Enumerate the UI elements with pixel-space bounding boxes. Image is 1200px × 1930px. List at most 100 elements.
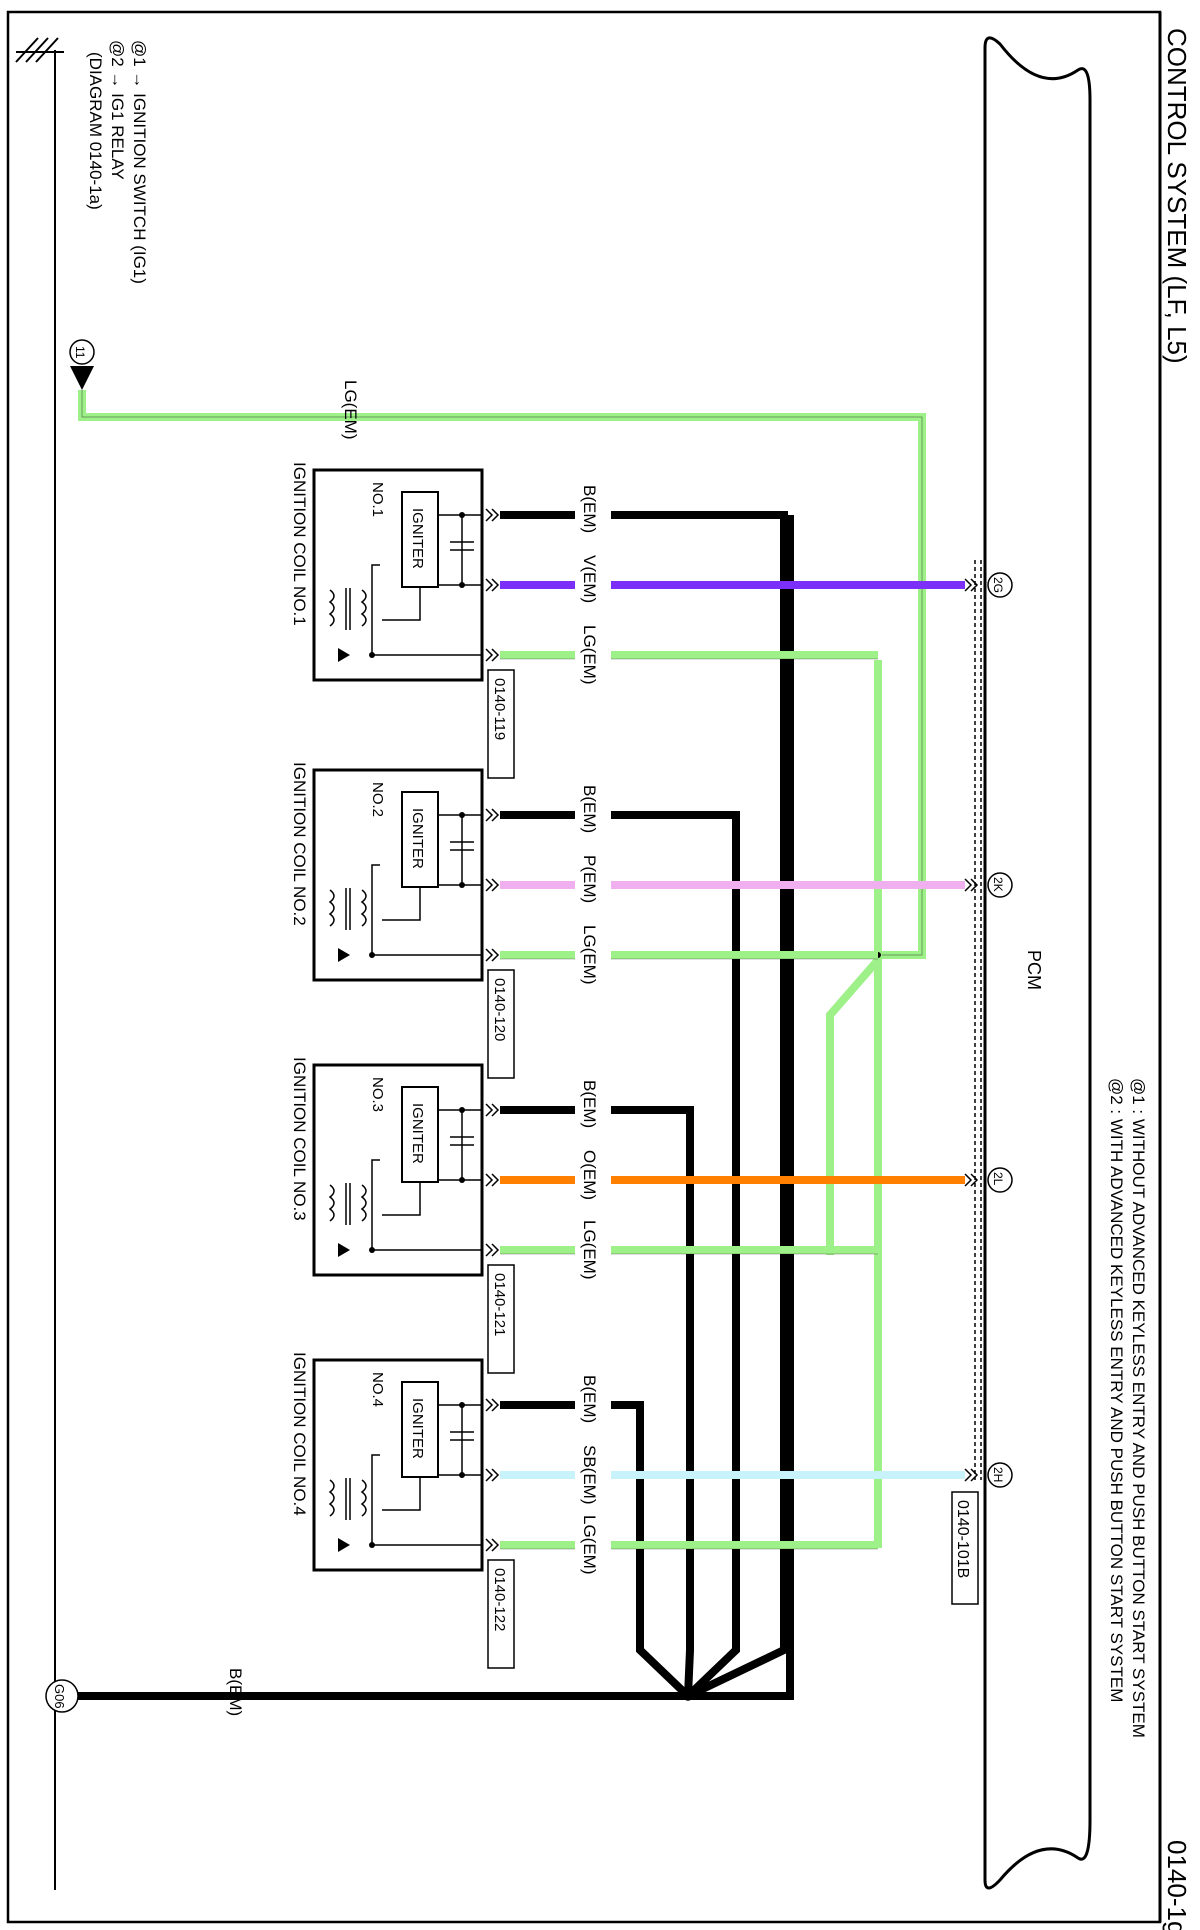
pcm-chevron	[964, 878, 979, 892]
pcm-terminal-label: 2H	[991, 1467, 1005, 1482]
pcm-terminal-label: 2G	[991, 577, 1005, 593]
coil-connector-label: 0140-120	[491, 978, 508, 1041]
connector-chevron	[485, 578, 500, 592]
wire-label-bg	[575, 551, 611, 619]
coil-name-label: IGNITION COIL NO.4	[290, 1352, 309, 1516]
coil-connector-box	[487, 1264, 515, 1374]
wire-label: LG(EM)	[580, 1515, 599, 1575]
feed-wire-label: LG(EM)	[341, 380, 360, 440]
wire-label: B(EM)	[580, 1375, 599, 1423]
wire-label-bg	[575, 1146, 611, 1214]
diode-symbol	[338, 1538, 350, 1552]
capacitor-symbol	[450, 1405, 474, 1475]
coil-winding-symbol	[328, 1478, 367, 1520]
igniter-label: IGNITER	[409, 1103, 426, 1164]
pcm-bar	[983, 36, 1092, 1890]
pcm-connector-label: 0140-101B	[954, 1500, 971, 1578]
coil-number-label: NO.3	[369, 1077, 386, 1112]
wire-label: SB(EM)	[580, 1445, 599, 1505]
wire-label: LG(EM)	[580, 1220, 599, 1280]
coil-winding-symbol	[328, 1183, 367, 1225]
coil-number-label: NO.4	[369, 1372, 386, 1407]
ground-terminal-label: G06	[52, 1684, 67, 1709]
igniter-box	[401, 491, 439, 588]
wire-label-bg	[575, 1441, 611, 1509]
wire-lg-branch-3	[826, 957, 882, 1255]
pcm-chevron	[964, 578, 979, 592]
connector-chevron	[485, 508, 500, 522]
source-ref-3: (DIAGRAM 0140-1a)	[86, 52, 105, 210]
coil-box	[312, 1063, 484, 1277]
wire-label-bg	[575, 1371, 611, 1439]
wire-label-bg	[575, 481, 611, 549]
pcm-terminal	[987, 1167, 1013, 1193]
wire-label: V(EM)	[580, 555, 599, 603]
coil-number-label: NO.2	[369, 782, 386, 817]
pcm-chevron	[964, 1468, 979, 1482]
capacitor-symbol	[450, 515, 474, 585]
wire-label: O(EM)	[580, 1150, 599, 1200]
coil-connector-box	[487, 1559, 515, 1669]
coil-winding-symbol	[328, 588, 367, 630]
coil-number-label: NO.1	[369, 482, 386, 517]
feed-terminal	[69, 339, 95, 365]
source-ref-1: @1 → IGNITION SWITCH (IG1)	[130, 40, 149, 284]
coil-connector-label: 0140-122	[491, 1568, 508, 1631]
ground-terminal	[45, 1679, 79, 1713]
igniter-label: IGNITER	[409, 1398, 426, 1459]
wire-label: P(EM)	[580, 855, 599, 903]
coil-box	[312, 468, 484, 682]
wire-label-bg	[575, 921, 611, 989]
node-dot	[369, 652, 375, 658]
wire-label-bg	[575, 1511, 611, 1579]
page-id: 0140-1g	[1162, 1840, 1192, 1930]
wire-ground-b	[500, 811, 790, 1700]
igniter-label: IGNITER	[409, 508, 426, 569]
note-1: @1 : WITHOUT ADVANCED KEYLESS ENTRY AND …	[1129, 1078, 1148, 1738]
wire-label-bg	[575, 851, 611, 919]
igniter-label: IGNITER	[409, 808, 426, 869]
wire-label: LG(EM)	[580, 625, 599, 685]
wire-label-bg	[575, 1216, 611, 1284]
connector-chevron	[485, 1173, 500, 1187]
coil-box	[312, 1358, 484, 1572]
coil-name-label: IGNITION COIL NO.1	[290, 462, 309, 626]
connector-chevron	[485, 808, 500, 822]
coil-name-label: IGNITION COIL NO.3	[290, 1057, 309, 1221]
wire-label: B(EM)	[580, 785, 599, 833]
connector-chevron	[485, 1243, 500, 1257]
feed-arrow	[70, 366, 94, 390]
pcm-terminal-label: 2K	[991, 877, 1005, 892]
ground-symbol	[15, 37, 64, 63]
wire-ground-b	[500, 1401, 790, 1700]
diode-symbol	[338, 1243, 350, 1257]
coil-winding-symbol	[328, 888, 367, 930]
igniter-box	[401, 791, 439, 888]
node-dot	[369, 952, 375, 958]
pcm-terminal-label: 2L	[991, 1172, 1005, 1186]
wire-lg-feed-edge	[81, 390, 923, 956]
note-2: @2 : WITH ADVANCED KEYLESS ENTRY AND PUS…	[1107, 1078, 1126, 1702]
capacitor-symbol	[450, 815, 474, 885]
wire-label-bg	[575, 1076, 611, 1144]
ignition-coil-4: IGNITER NO.4 IGNITION COIL NO.4 0140-122 B(E…	[290, 1352, 1013, 1700]
connector-chevron	[485, 1103, 500, 1117]
coil-connector-box	[487, 669, 515, 779]
pcm-label: PCM	[1024, 950, 1044, 990]
coil-name-label: IGNITION COIL NO.2	[290, 762, 309, 926]
wire-label: B(EM)	[580, 485, 599, 533]
wire-lg-feed	[78, 390, 926, 959]
pcm-terminal	[987, 1462, 1013, 1488]
connector-chevron	[485, 648, 500, 662]
coil-connector-box	[487, 969, 515, 1079]
connector-chevron	[485, 878, 500, 892]
diode-symbol	[338, 648, 350, 662]
wire-label: B(EM)	[580, 1080, 599, 1128]
capacitor-symbol	[450, 1110, 474, 1180]
diode-symbol	[338, 948, 350, 962]
connector-chevron	[485, 1398, 500, 1412]
connector-chevron	[485, 948, 500, 962]
wire-label-bg	[575, 781, 611, 849]
